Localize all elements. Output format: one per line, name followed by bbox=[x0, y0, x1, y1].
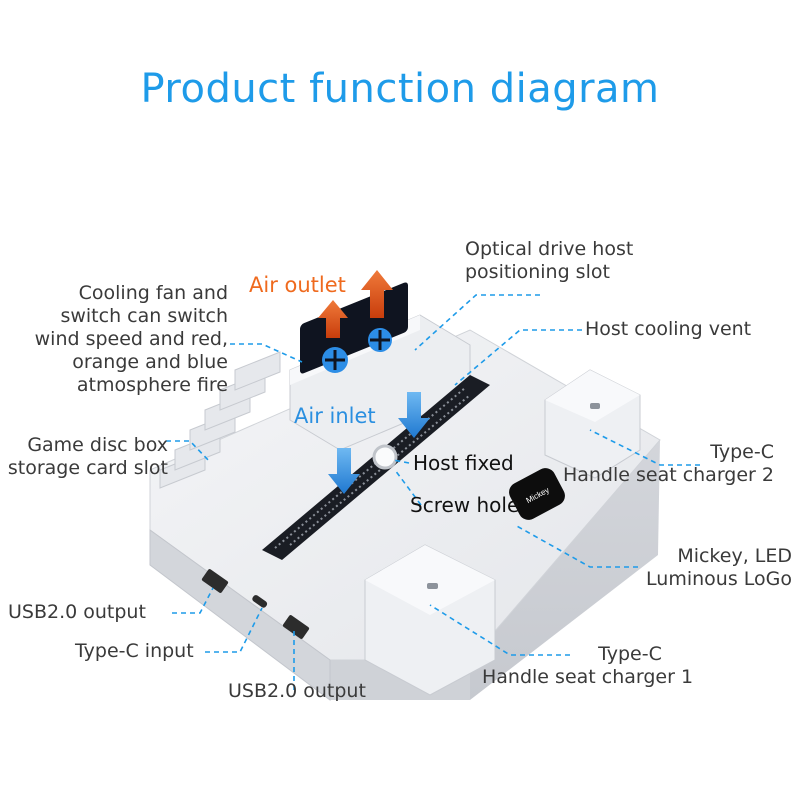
charger-1-label: Type-C Handle seat charger 1 bbox=[482, 643, 694, 688]
leader-typec-input bbox=[205, 607, 263, 653]
arrow-down-icon bbox=[398, 392, 430, 438]
leader-host-fixed bbox=[392, 459, 410, 464]
disc-slots bbox=[159, 351, 281, 489]
host-fixed-label: Host fixed bbox=[413, 451, 514, 475]
host-cooling-vent-label: Host cooling vent bbox=[585, 318, 752, 340]
leader-charger-2 bbox=[589, 429, 700, 466]
charger-pad-2 bbox=[544, 369, 641, 479]
charger-pad-1 bbox=[364, 544, 496, 696]
leader-optical-drive bbox=[414, 294, 540, 351]
charger-2-label: Type-C Handle seat charger 2 bbox=[562, 441, 774, 486]
air-outlet-arrows bbox=[318, 270, 393, 338]
cooling-fan-label: Cooling fan and switch can switch wind s… bbox=[34, 282, 228, 396]
page-title: Product function diagram bbox=[140, 66, 660, 112]
leader-lines bbox=[166, 294, 700, 690]
leader-cooling-vent bbox=[454, 329, 582, 386]
arrow-down-icon bbox=[328, 448, 360, 494]
air-inlet-arrows bbox=[328, 392, 430, 494]
optical-drive-label: Optical drive host positioning slot bbox=[465, 238, 634, 283]
disc-box-label: Game disc box storage card slot bbox=[7, 434, 168, 479]
leader-charger-1 bbox=[429, 604, 570, 656]
leader-screw-hole bbox=[394, 469, 422, 506]
screw-hole-icon bbox=[372, 444, 398, 470]
typec-connector-2 bbox=[590, 403, 600, 409]
leader-logo bbox=[514, 524, 638, 568]
logo-label: Mickey, LED Luminous LoGo bbox=[646, 545, 792, 590]
usb-port-right bbox=[282, 615, 310, 639]
typec-connector-1 bbox=[427, 583, 438, 589]
arrow-up-icon bbox=[361, 270, 393, 318]
stand-base bbox=[149, 329, 661, 700]
air-outlet-label: Air outlet bbox=[249, 273, 346, 297]
leader-cooling-fan bbox=[230, 343, 303, 363]
typec-port bbox=[252, 595, 268, 608]
air-inlet-label: Air inlet bbox=[294, 404, 376, 428]
front-port-panel bbox=[149, 529, 331, 701]
screw-hole-label: Screw hole bbox=[410, 493, 520, 517]
usb-output-left-label: USB2.0 output bbox=[8, 601, 146, 623]
arrow-up-icon bbox=[318, 300, 348, 338]
leader-usb-left bbox=[172, 587, 214, 614]
usb-output-bottom-label: USB2.0 output bbox=[228, 680, 366, 702]
led-logo-badge: Mickey bbox=[509, 468, 565, 520]
host-cooling-vent-slot bbox=[262, 375, 490, 560]
typec-input-label: Type-C input bbox=[75, 640, 194, 662]
usb-port-left bbox=[201, 569, 229, 593]
